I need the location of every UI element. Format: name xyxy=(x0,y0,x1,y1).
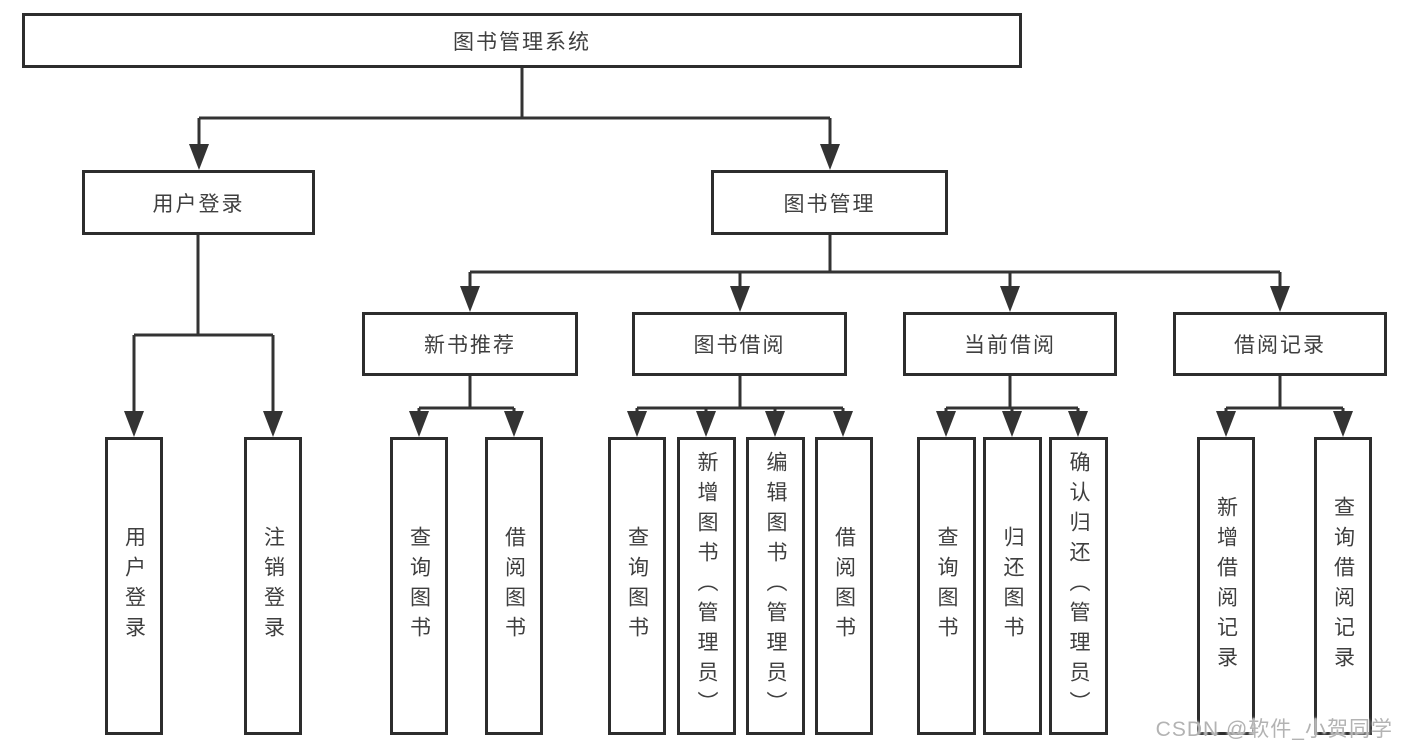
leaf-return-books-label: 归还图书 xyxy=(1001,526,1024,646)
node-borrowing-records: 借阅记录 xyxy=(1173,312,1387,376)
leaf-query-books-borrow-label: 查询图书 xyxy=(625,526,649,646)
leaf-query-borrow-record: 查询借阅记录 xyxy=(1314,437,1372,735)
node-book-borrowing: 图书借阅 xyxy=(632,312,847,376)
leaf-user-login: 用户登录 xyxy=(105,437,163,735)
leaf-logout-label: 注销登录 xyxy=(261,526,285,646)
node-user-login: 用户登录 xyxy=(82,170,315,235)
leaf-query-borrow-record-label: 查询借阅记录 xyxy=(1331,496,1355,676)
leaf-borrow-books-label: 借阅图书 xyxy=(832,526,856,646)
node-new-book-recommend: 新书推荐 xyxy=(362,312,578,376)
leaf-query-books-recommend: 查询图书 xyxy=(390,437,448,735)
leaf-add-borrow-record-label: 新增借阅记录 xyxy=(1214,496,1238,676)
leaf-query-books-current-label: 查询图书 xyxy=(935,526,958,646)
leaf-confirm-return-admin-label: 确认归还（管理员） xyxy=(1067,451,1090,721)
node-current-borrowing: 当前借阅 xyxy=(903,312,1117,376)
csdn-watermark: CSDN @软件_小贺同学 xyxy=(1155,718,1393,741)
leaf-confirm-return-admin: 确认归还（管理员） xyxy=(1049,437,1108,735)
leaf-add-books-admin-label: 新增图书（管理员） xyxy=(695,451,718,721)
leaf-logout: 注销登录 xyxy=(244,437,302,735)
node-book-management: 图书管理 xyxy=(711,170,948,235)
leaf-borrow-books-recommend: 借阅图书 xyxy=(485,437,543,735)
leaf-add-borrow-record: 新增借阅记录 xyxy=(1197,437,1255,735)
leaf-edit-books-admin: 编辑图书（管理员） xyxy=(746,437,805,735)
leaf-add-books-admin: 新增图书（管理员） xyxy=(677,437,736,735)
leaf-borrow-books-recommend-label: 借阅图书 xyxy=(502,526,526,646)
leaf-query-books-recommend-label: 查询图书 xyxy=(407,526,431,646)
leaf-query-books-current: 查询图书 xyxy=(917,437,976,735)
leaf-query-books-borrow: 查询图书 xyxy=(608,437,666,735)
leaf-borrow-books: 借阅图书 xyxy=(815,437,873,735)
node-library-management-system: 图书管理系统 xyxy=(22,13,1022,68)
leaf-return-books: 归还图书 xyxy=(983,437,1042,735)
leaf-edit-books-admin-label: 编辑图书（管理员） xyxy=(764,451,787,721)
leaf-user-login-label: 用户登录 xyxy=(122,526,146,646)
